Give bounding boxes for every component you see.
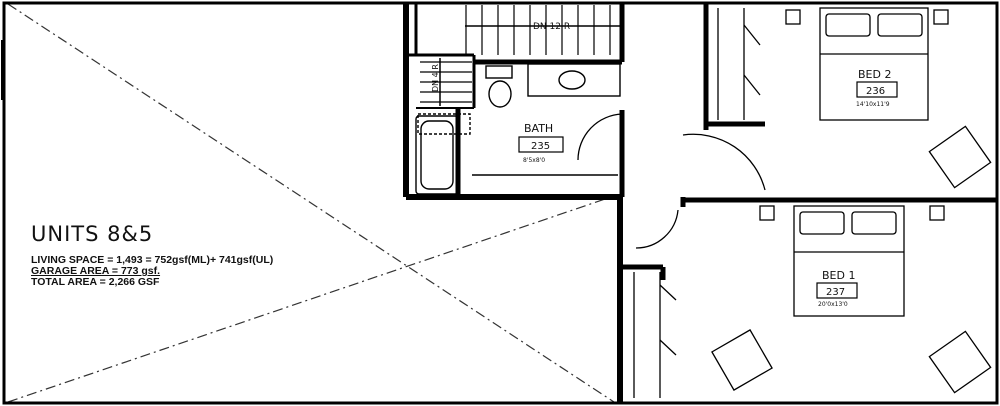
units-title: UNITS 8&5 bbox=[31, 222, 154, 246]
room-label-bath: BATH 235 8'5x8'0 bbox=[518, 122, 564, 164]
bed2-door-swing bbox=[682, 133, 766, 191]
stair-down-side-label: DN 4 R bbox=[431, 64, 440, 92]
stairs bbox=[420, 5, 620, 106]
bed1-number: 237 bbox=[826, 287, 845, 298]
bed1-door-swing bbox=[635, 209, 679, 249]
room-label-bed2: BED 2 236 14'10x11'9 bbox=[856, 68, 898, 108]
garage-area-text: GARAGE AREA = 773 gsf. bbox=[31, 265, 161, 277]
room-label-bed1: BED 1 237 20'0x13'0 bbox=[816, 269, 858, 308]
bed2-number: 236 bbox=[866, 86, 885, 97]
bath-name: BATH bbox=[524, 122, 553, 135]
bath-number: 235 bbox=[531, 141, 550, 152]
bed2-name: BED 2 bbox=[858, 68, 891, 81]
total-area-text: TOTAL AREA = 2,266 GSF bbox=[31, 276, 160, 288]
bath-fixtures bbox=[415, 63, 621, 195]
bed2-size: 14'10x11'9 bbox=[856, 101, 890, 108]
open-to-below-x bbox=[7, 3, 615, 403]
bath-door-swing bbox=[577, 113, 623, 161]
bed1-furniture bbox=[711, 205, 992, 394]
bath-size: 8'5x8'0 bbox=[523, 157, 545, 164]
bed2-furniture bbox=[785, 7, 992, 189]
closets bbox=[633, 8, 761, 398]
bed1-name: BED 1 bbox=[822, 269, 855, 282]
units-info: UNITS 8&5 LIVING SPACE = 1,493 = 752gsf(… bbox=[31, 222, 273, 288]
bed1-size: 20'0x13'0 bbox=[818, 301, 848, 308]
stair-down-label: DN 12 R bbox=[533, 22, 570, 32]
living-space-text: LIVING SPACE = 1,493 = 752gsf(ML)+ 741gs… bbox=[31, 254, 274, 266]
